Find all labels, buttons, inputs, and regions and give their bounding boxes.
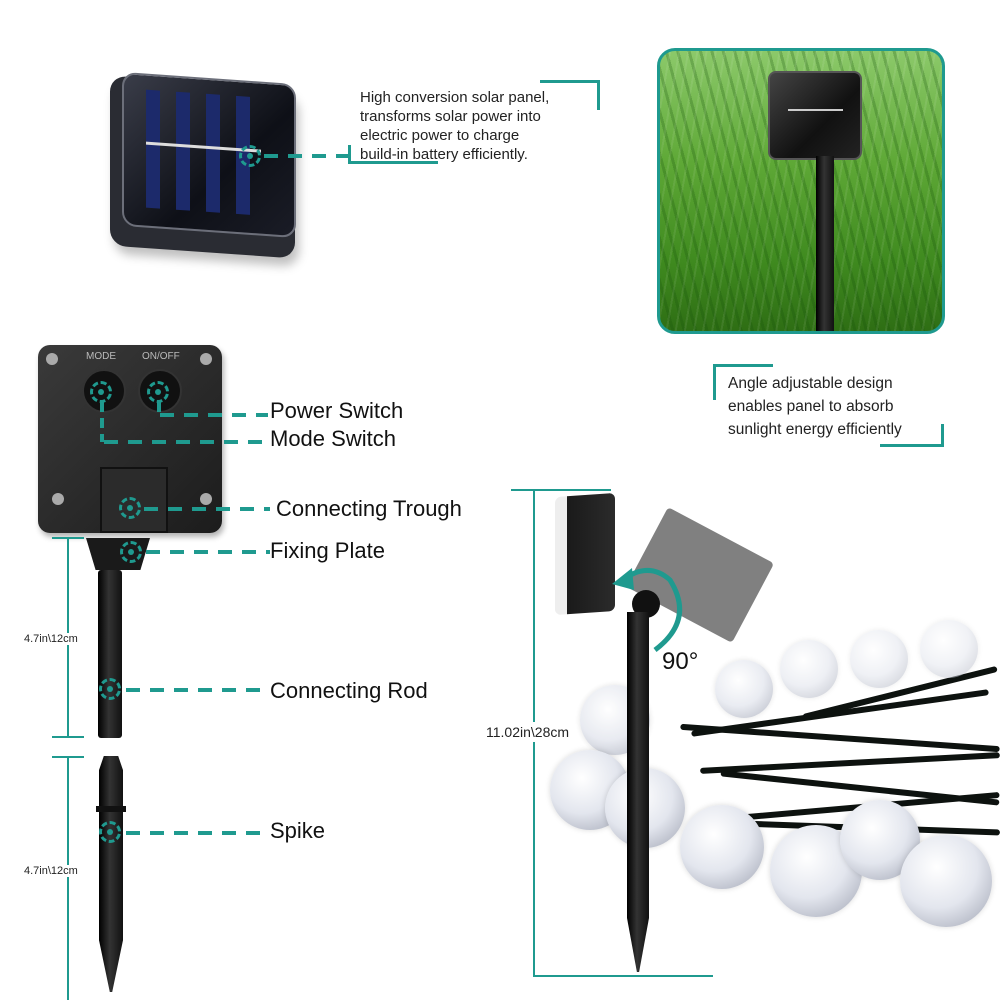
spike-collar: [96, 806, 126, 812]
solar-panel-target-icon: [239, 145, 261, 167]
mode-switch-leader-line: [100, 402, 104, 442]
mode-button-label: MODE: [86, 351, 116, 362]
bracket-line: [713, 364, 773, 367]
text-line: Angle adjustable design: [728, 375, 893, 392]
connecting-trough-leader-line: [144, 507, 270, 511]
rotation-angle-label: 90°: [662, 648, 699, 675]
mode-switch-leader-line: [104, 440, 268, 444]
screw-icon: [200, 493, 212, 505]
bracket-line: [348, 161, 438, 164]
part-label-spike: Spike: [270, 818, 326, 843]
screw-icon: [200, 353, 212, 365]
part-label-connecting-trough: Connecting Trough: [276, 496, 462, 521]
bracket-line: [597, 80, 600, 110]
bracket-line: [880, 444, 944, 447]
assembled-stake: [627, 612, 649, 972]
part-label-connecting-rod: Connecting Rod: [270, 678, 428, 703]
text-line: sunlight energy efficiently: [728, 421, 902, 438]
onoff-button-label: ON/OFF: [142, 351, 180, 362]
bracket-line: [941, 424, 944, 447]
spike-length-label: 4.7in\12cm: [24, 865, 78, 877]
solar-panel-leader-line: [264, 154, 354, 158]
text-line: transforms solar power into: [360, 108, 541, 125]
rod-length-label: 4.7in\12cm: [24, 633, 78, 645]
dimension-tick: [511, 489, 611, 491]
text-line: electric power to charge: [360, 127, 520, 144]
connecting-rod-leader-line: [126, 688, 270, 692]
text-line: enables panel to absorb: [728, 398, 894, 415]
screw-icon: [52, 493, 64, 505]
dimension-tick: [52, 736, 84, 738]
grass-photo: [657, 48, 945, 334]
connecting-rod: [98, 570, 122, 738]
grass-photo-panel: [768, 71, 862, 160]
fixing-plate-leader-line: [146, 550, 270, 554]
part-label-mode-switch: Mode Switch: [270, 426, 396, 451]
text-line: build-in battery efficiently.: [360, 146, 528, 163]
fixing-plate-target-icon: [120, 541, 142, 563]
dimension-tick: [533, 975, 713, 977]
bracket-line: [540, 80, 600, 83]
bracket-line: [348, 145, 351, 164]
text-line: High conversion solar panel,: [360, 89, 550, 106]
spike: [99, 756, 123, 992]
rotation-arrow-icon: [612, 568, 683, 652]
part-label-power-switch: Power Switch: [270, 398, 404, 423]
mode-switch-target-icon: [90, 381, 112, 403]
total-height-label: 11.02in\28cm: [486, 722, 570, 742]
spike-leader-line: [126, 831, 270, 835]
screw-icon: [46, 353, 58, 365]
part-label-fixing-plate: Fixing Plate: [270, 538, 385, 563]
solar-panel-image: [100, 71, 300, 262]
string-lights: [540, 600, 1000, 990]
bracket-line: [713, 364, 716, 400]
power-switch-target-icon: [147, 381, 169, 403]
power-switch-leader-line: [160, 413, 268, 417]
connecting-rod-target-icon: [99, 678, 121, 700]
power-switch-leader-line: [157, 402, 161, 416]
spike-dimension-line: [67, 756, 69, 1000]
angle-description: Angle adjustable design enables panel to…: [728, 372, 902, 441]
spike-target-icon: [99, 821, 121, 843]
connecting-trough-target-icon: [119, 497, 141, 519]
solar-panel-description: High conversion solar panel, transforms …: [360, 88, 549, 164]
